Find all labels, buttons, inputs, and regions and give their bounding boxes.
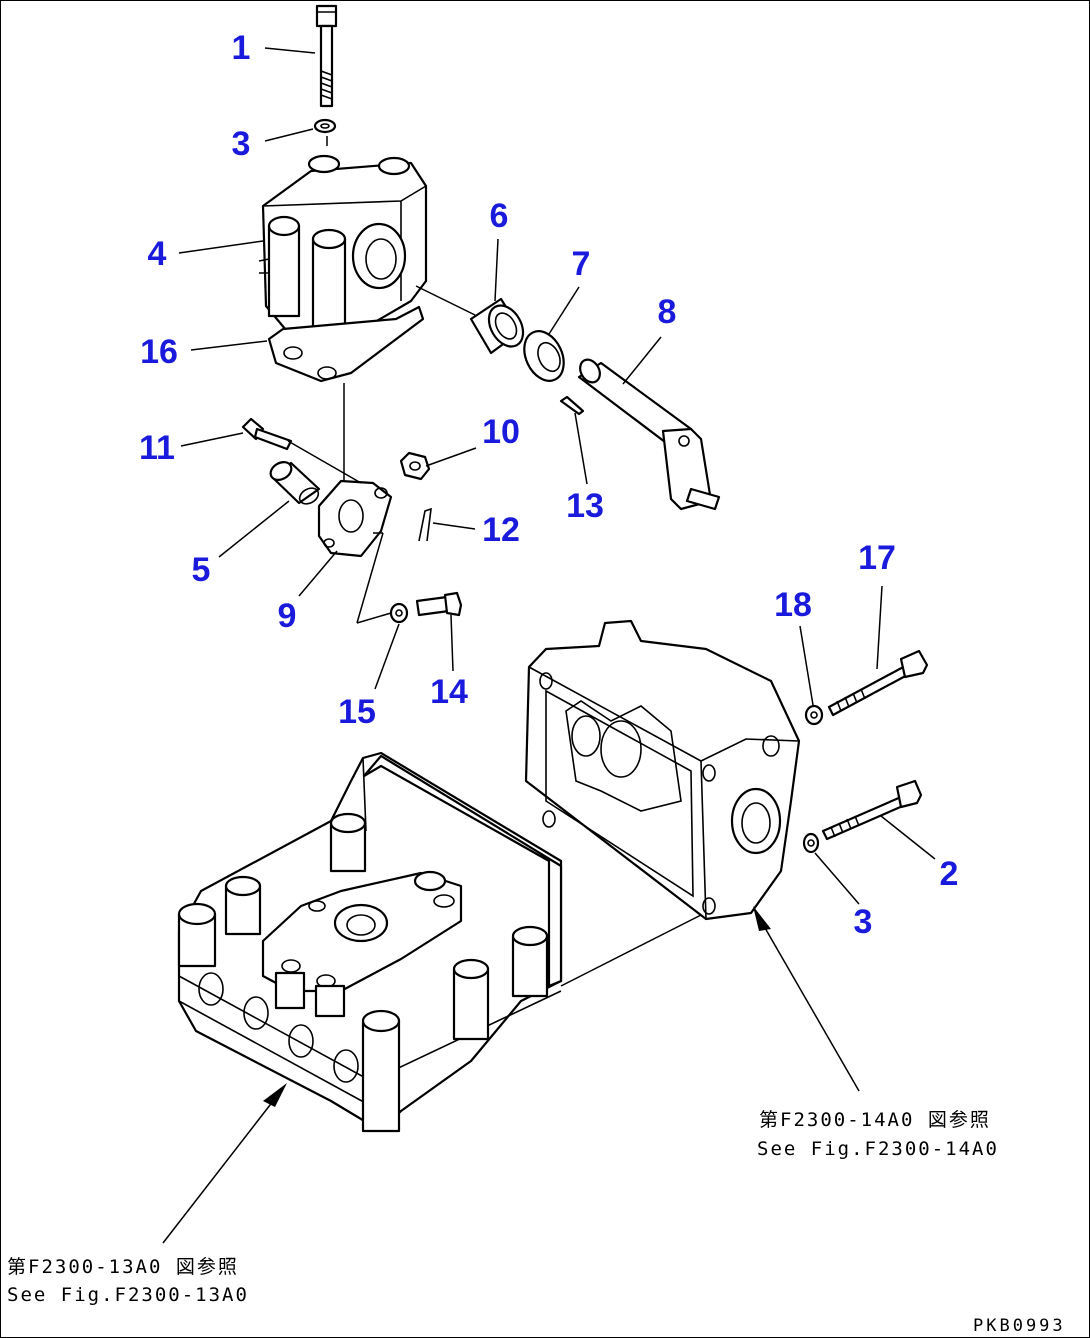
note-left-ja: 第F2300-13A0 図参照 — [7, 1256, 239, 1278]
callout-number: 3 — [854, 903, 873, 941]
part-6-bushing — [469, 297, 525, 355]
callout-number: 1 — [232, 29, 251, 67]
reference-arrows — [162, 906, 860, 1244]
part-5-bushing — [269, 461, 321, 505]
part-4-cover-housing — [258, 154, 428, 338]
valve-body-left — [177, 751, 563, 1133]
callout-number: 14 — [430, 673, 468, 711]
callout-number: 8 — [658, 293, 677, 331]
part-3-washer-right — [802, 832, 820, 854]
part-15-washer — [389, 602, 409, 624]
part-18-washer — [804, 704, 824, 726]
reference-notes: 第F2300-14A0 図参照 See Fig.F2300-14A0 第F230… — [7, 1109, 1066, 1336]
part-9-lever-block — [317, 479, 393, 558]
part-11-bolt — [241, 417, 293, 451]
callout-number: 10 — [482, 413, 520, 451]
callout-number: 18 — [774, 586, 812, 624]
callout-number: 13 — [566, 487, 604, 525]
callout-number: 7 — [572, 245, 591, 283]
callout-number: 17 — [858, 539, 896, 577]
part-12-pin — [418, 507, 432, 542]
part-2-bolt — [821, 779, 923, 841]
callout-number: 2 — [940, 855, 959, 893]
callout-number: 3 — [232, 125, 251, 163]
callout-number: 9 — [278, 597, 297, 635]
callout-number: 6 — [490, 197, 509, 235]
drawing-code: PKB0993 — [973, 1316, 1066, 1336]
callout-number: 12 — [482, 511, 520, 549]
part-8-lever-shaft — [577, 358, 721, 511]
transmission-case-right — [524, 619, 801, 921]
part-16-gasket — [267, 305, 425, 383]
part-14-bolt — [415, 591, 463, 617]
callout-number: 11 — [139, 429, 175, 467]
callout-number: 4 — [148, 235, 167, 273]
part-7-seal — [523, 330, 565, 382]
part-17-bolt — [827, 649, 929, 717]
note-left-en: See Fig.F2300-13A0 — [7, 1284, 249, 1306]
part-3-washer-top — [313, 118, 337, 134]
assembly-lines — [287, 136, 702, 987]
leader-lines — [178, 47, 936, 905]
callout-number: 16 — [140, 333, 178, 371]
callout-number: 15 — [338, 693, 376, 731]
note-right-ja: 第F2300-14A0 図参照 — [759, 1109, 991, 1131]
note-right-en: See Fig.F2300-14A0 — [757, 1138, 999, 1160]
part-1-bolt — [315, 4, 338, 108]
callout-number: 5 — [192, 551, 211, 589]
part-13-key — [559, 395, 585, 416]
part-10-nut — [399, 451, 431, 481]
